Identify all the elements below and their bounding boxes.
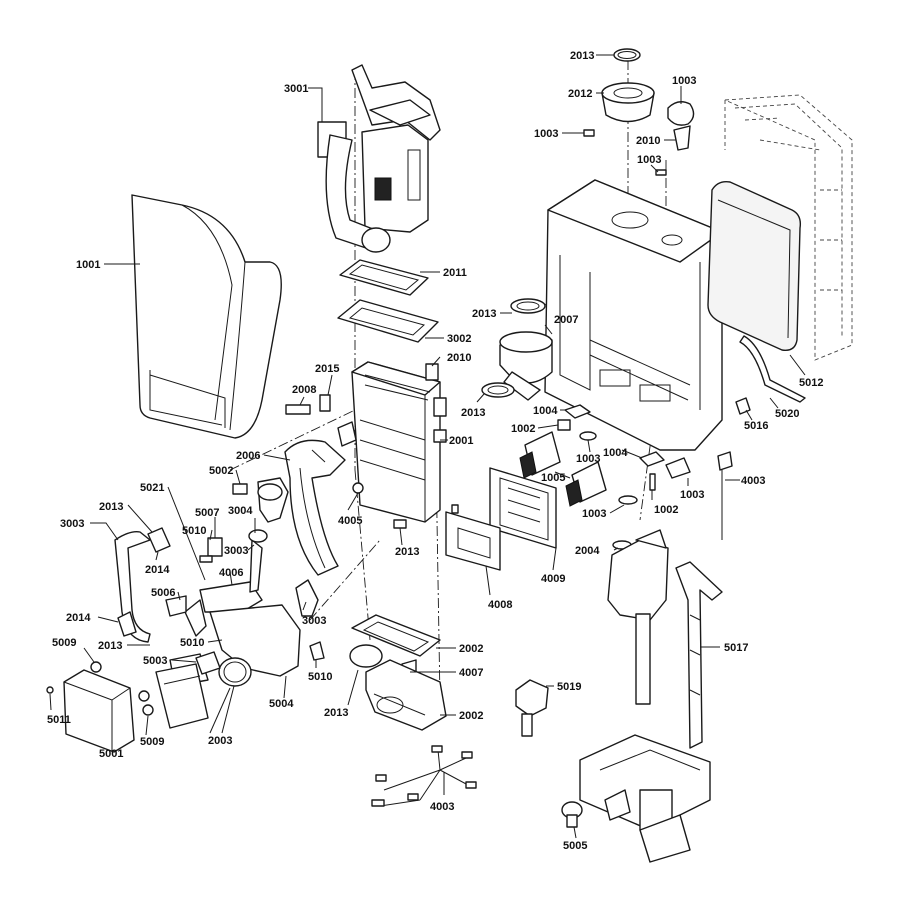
fan-unit — [232, 477, 289, 523]
part-label-3003-a: 3003 — [60, 518, 84, 530]
part-label-4009: 4009 — [541, 573, 565, 585]
part-label-1004-a: 1004 — [533, 405, 558, 417]
part-label-1002-b: 1002 — [654, 504, 678, 516]
part-label-2003: 2003 — [208, 735, 232, 747]
part-label-2013-b: 2013 — [461, 407, 485, 419]
part-label-2013-a: 2013 — [472, 308, 496, 320]
part-label-4006: 4006 — [219, 567, 243, 579]
part-label-2002-a: 2002 — [459, 643, 483, 655]
part-label-5017: 5017 — [724, 642, 748, 654]
part-label-2010-mid: 2010 — [447, 352, 471, 364]
part-label-3001: 3001 — [284, 83, 308, 95]
sensor-clips — [519, 404, 691, 507]
part-label-2010-top: 2010 — [636, 135, 660, 147]
part-label-2011: 2011 — [443, 267, 467, 279]
part-label-1004-b: 1004 — [603, 447, 628, 459]
part-label-3002: 3002 — [447, 333, 471, 345]
pump-assembly — [561, 529, 711, 863]
sump-assembly — [349, 614, 447, 731]
part-label-5010-b: 5010 — [180, 637, 204, 649]
back-frame-outline — [724, 94, 853, 361]
part-label-4003-bottom: 4003 — [430, 801, 454, 813]
part-label-5006: 5006 — [151, 587, 175, 599]
part-label-2007: 2007 — [554, 314, 578, 326]
part-label-2006: 2006 — [236, 450, 260, 462]
part-label-5011: 5011 — [47, 714, 71, 726]
part-label-2002-b: 2002 — [459, 710, 483, 722]
part-label-2012: 2012 — [568, 88, 592, 100]
part-label-5010-a: 5010 — [182, 525, 206, 537]
expansion-vessel — [707, 180, 806, 403]
part-label-2013-f: 2013 — [324, 707, 348, 719]
part-label-1003-e: 1003 — [582, 508, 606, 520]
part-label-5009-b: 5009 — [140, 736, 164, 748]
part-label-2013-d: 2013 — [395, 546, 419, 558]
support-bracket — [675, 561, 723, 749]
leader-lines — [49, 54, 806, 839]
flue-turret — [481, 298, 553, 401]
part-label-2013-top: 2013 — [570, 50, 594, 62]
part-label-2001: 2001 — [449, 435, 473, 447]
part-label-1003-c: 1003 — [576, 453, 600, 465]
gaskets-upper — [337, 259, 439, 343]
chassis-frame — [544, 179, 723, 451]
part-label-1003-top-right: 1003 — [672, 75, 696, 87]
electronics-box — [63, 661, 154, 753]
part-label-5002: 5002 — [209, 465, 233, 477]
part-label-5021: 5021 — [140, 482, 164, 494]
part-label-1002-a: 1002 — [511, 423, 535, 435]
part-label-2004: 2004 — [575, 545, 600, 557]
part-label-5007: 5007 — [195, 507, 219, 519]
part-label-1005: 1005 — [541, 472, 565, 484]
part-label-4008: 4008 — [488, 599, 512, 611]
part-label-4005: 4005 — [338, 515, 362, 527]
part-label-5004: 5004 — [269, 698, 294, 710]
part-label-4003-right: 4003 — [741, 475, 765, 487]
control-box — [317, 64, 441, 253]
pressure-sensor — [515, 679, 549, 737]
part-label-2013-e: 2013 — [98, 640, 122, 652]
part-label-2014-b: 2014 — [66, 612, 91, 624]
part-label-5020: 5020 — [775, 408, 799, 420]
gas-valve-assembly — [155, 581, 301, 729]
part-label-4007: 4007 — [459, 667, 483, 679]
part-label-3003-b: 3003 — [224, 545, 248, 557]
part-label-5009-a: 5009 — [52, 637, 76, 649]
display-panels — [445, 467, 557, 571]
part-label-2014-a: 2014 — [145, 564, 170, 576]
air-duct — [284, 439, 346, 576]
part-label-1003-a: 1003 — [534, 128, 558, 140]
wiring-harness — [371, 745, 477, 807]
part-label-5016: 5016 — [744, 420, 768, 432]
part-label-1003-b: 1003 — [637, 154, 661, 166]
flue-adaptor — [583, 48, 695, 176]
part-label-3003-c: 3003 — [302, 615, 326, 627]
part-label-5010-c: 5010 — [308, 671, 332, 683]
part-label-1003-d: 1003 — [680, 489, 704, 501]
part-label-2008: 2008 — [292, 384, 316, 396]
part-label-2013-c: 2013 — [99, 501, 123, 513]
part-labels: 2013 1003 2012 1003 2010 1003 3001 1001 … — [47, 50, 823, 852]
part-label-5001: 5001 — [99, 748, 123, 760]
part-label-5012: 5012 — [799, 377, 823, 389]
part-label-1001: 1001 — [76, 259, 100, 271]
part-label-2015: 2015 — [315, 363, 339, 375]
part-label-3004: 3004 — [228, 505, 253, 517]
heat-exchanger — [351, 361, 447, 523]
front-casing — [131, 194, 282, 439]
part-label-5003: 5003 — [143, 655, 167, 667]
part-label-5019: 5019 — [557, 681, 581, 693]
part-label-5005: 5005 — [563, 840, 587, 852]
